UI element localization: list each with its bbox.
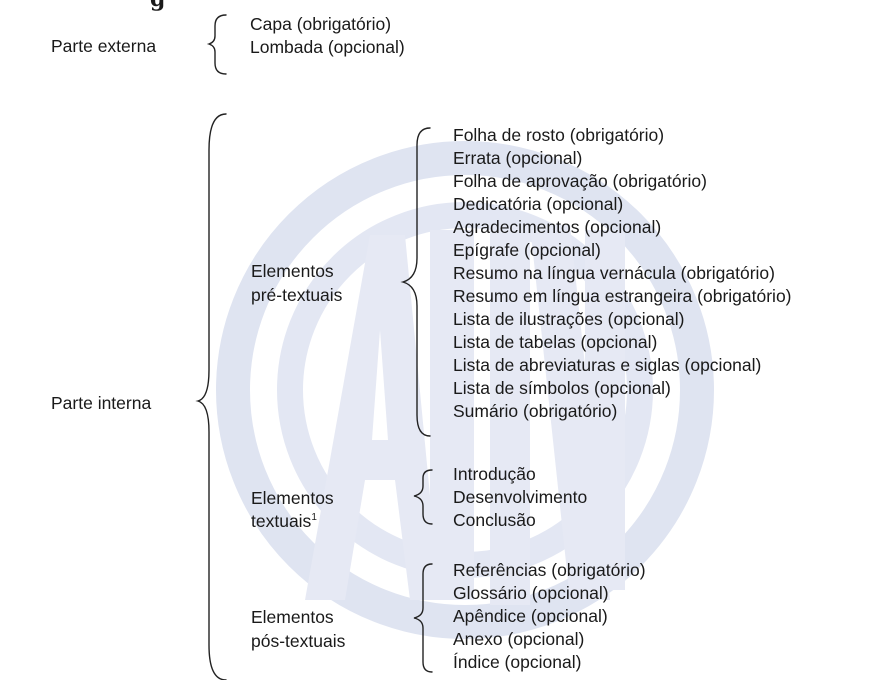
list-item: Lista de abreviaturas e siglas (opcional…: [453, 355, 762, 375]
list-item: Índice (opcional): [453, 652, 582, 672]
brace-parte-interna: [195, 113, 227, 680]
list-item: Lombada (opcional): [250, 37, 405, 57]
list-item: Lista de ilustrações (opcional): [453, 309, 685, 329]
list-item: Dedicatória (opcional): [453, 194, 624, 214]
list-item: Referências (obrigatório): [453, 560, 646, 580]
pre-textuais-label-line2: pré-textuais: [251, 285, 343, 305]
list-item: Agradecimentos (opcional): [453, 217, 662, 237]
textuais-list: Introdução Desenvolvimento Conclusão: [453, 463, 587, 532]
pre-textuais-list: Folha de rosto (obrigatório) Errata (opc…: [453, 124, 792, 423]
brace-parte-externa: [206, 14, 227, 75]
pos-textuais-label-line1: Elementos: [251, 607, 334, 627]
list-item: Resumo em língua estrangeira (obrigatóri…: [453, 286, 792, 306]
parte-externa-list: Capa (obrigatório) Lombada (opcional): [250, 13, 405, 59]
parte-externa-label: Parte externa: [51, 36, 157, 56]
brace-pos-textuais: [413, 563, 433, 673]
textuais-label-line1: Elementos: [251, 488, 334, 508]
list-item: Errata (opcional): [453, 148, 583, 168]
pos-textuais-label-line2: pós-textuais: [251, 631, 346, 651]
pos-textuais-list: Referências (obrigatório) Glossário (opc…: [453, 559, 646, 674]
brace-pre-textuais: [400, 127, 431, 437]
list-item: Epígrafe (opcional): [453, 240, 601, 260]
list-item: Lista de tabelas (opcional): [453, 332, 658, 352]
cut-off-heading: g: [150, 0, 165, 12]
pre-textuais-label-line1: Elementos: [251, 261, 334, 281]
list-item: Sumário (obrigatório): [453, 401, 618, 421]
list-item: Capa (obrigatório): [250, 14, 392, 34]
list-item: Anexo (opcional): [453, 629, 585, 649]
brace-textuais: [413, 469, 433, 525]
list-item: Folha de aprovação (obrigatório): [453, 171, 707, 191]
list-item: Lista de símbolos (opcional): [453, 378, 671, 398]
list-item: Desenvolvimento: [453, 487, 588, 507]
list-item: Introdução: [453, 464, 536, 484]
list-item: Glossário (opcional): [453, 583, 609, 603]
list-item: Conclusão: [453, 510, 536, 530]
list-item: Resumo na língua vernácula (obrigatório): [453, 263, 775, 283]
textuais-label-line2: textuais1: [251, 510, 317, 533]
textuais-label-text: textuais: [251, 511, 312, 531]
list-item: Apêndice (opcional): [453, 606, 608, 626]
footnote-mark: 1: [311, 512, 317, 523]
parte-interna-label: Parte interna: [51, 393, 152, 413]
list-item: Folha de rosto (obrigatório): [453, 125, 665, 145]
